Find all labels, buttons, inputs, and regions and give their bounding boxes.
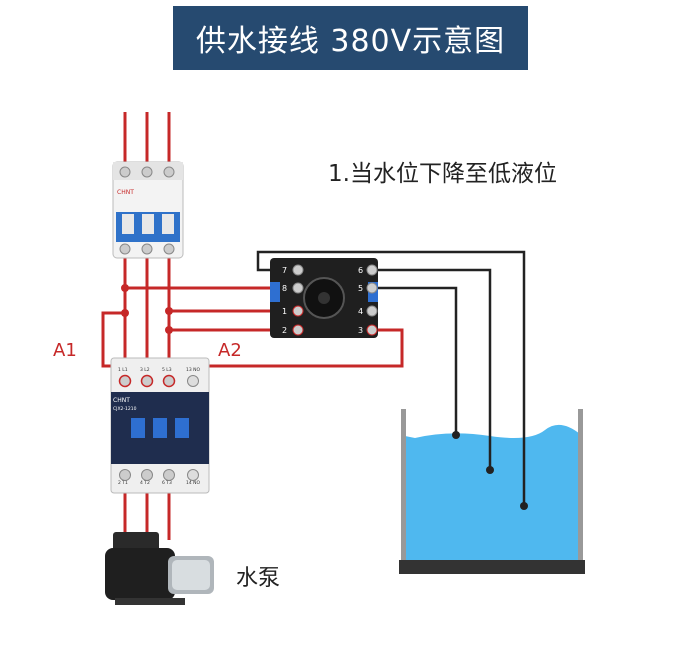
probe-mid bbox=[486, 466, 494, 474]
contactor: CHNT CJX2-1210 1 L1 3 L2 5 L3 13 NO 2 T1… bbox=[110, 357, 210, 494]
contactor-model: CJX2-1210 bbox=[113, 406, 137, 412]
relay-term-8: 8 bbox=[282, 284, 287, 293]
relay-term-3: 3 bbox=[358, 326, 363, 335]
breaker-brand: CHNT bbox=[117, 189, 134, 196]
probe-high bbox=[452, 431, 460, 439]
power-wires bbox=[101, 112, 404, 540]
tank-wall-left bbox=[401, 409, 406, 561]
contactor-term-bot-2: 4 T2 bbox=[140, 480, 150, 486]
contactor-term-top-2: 3 L2 bbox=[140, 367, 150, 373]
tank-base bbox=[399, 560, 585, 574]
level-relay: 7 8 1 2 6 5 4 3 bbox=[270, 258, 378, 338]
tank-wall-right bbox=[578, 409, 583, 561]
relay-term-6: 6 bbox=[358, 266, 363, 275]
water-tank bbox=[399, 409, 585, 574]
contactor-term-bot-4: 14 NO bbox=[186, 480, 201, 486]
probe-low bbox=[520, 502, 528, 510]
relay-term-1: 1 bbox=[282, 307, 287, 316]
title-banner: 供水接线 380V示意图 bbox=[173, 6, 528, 70]
pump-label: 水泵 bbox=[236, 566, 281, 591]
contactor-term-top-4: 13 NO bbox=[186, 367, 201, 373]
water-pump-image bbox=[105, 532, 214, 605]
diagram-title: 供水接线 380V示意图 bbox=[195, 24, 506, 59]
a1-label: A1 bbox=[53, 340, 77, 361]
relay-term-7: 7 bbox=[282, 266, 287, 275]
contactor-term-bot-1: 2 T1 bbox=[118, 480, 128, 486]
contactor-brand: CHNT bbox=[113, 397, 130, 404]
contactor-term-top-3: 5 L3 bbox=[162, 367, 172, 373]
contactor-term-bot-3: 6 T3 bbox=[162, 480, 172, 486]
step-label: 1.当水位下降至低液位 bbox=[328, 161, 557, 187]
circuit-breaker: CHNT bbox=[112, 161, 184, 259]
a2-label: A2 bbox=[218, 340, 242, 361]
relay-term-5: 5 bbox=[358, 284, 363, 293]
relay-term-4: 4 bbox=[358, 307, 363, 316]
contactor-term-top-1: 1 L1 bbox=[118, 367, 128, 373]
relay-term-2: 2 bbox=[282, 326, 287, 335]
water-body bbox=[405, 424, 580, 560]
